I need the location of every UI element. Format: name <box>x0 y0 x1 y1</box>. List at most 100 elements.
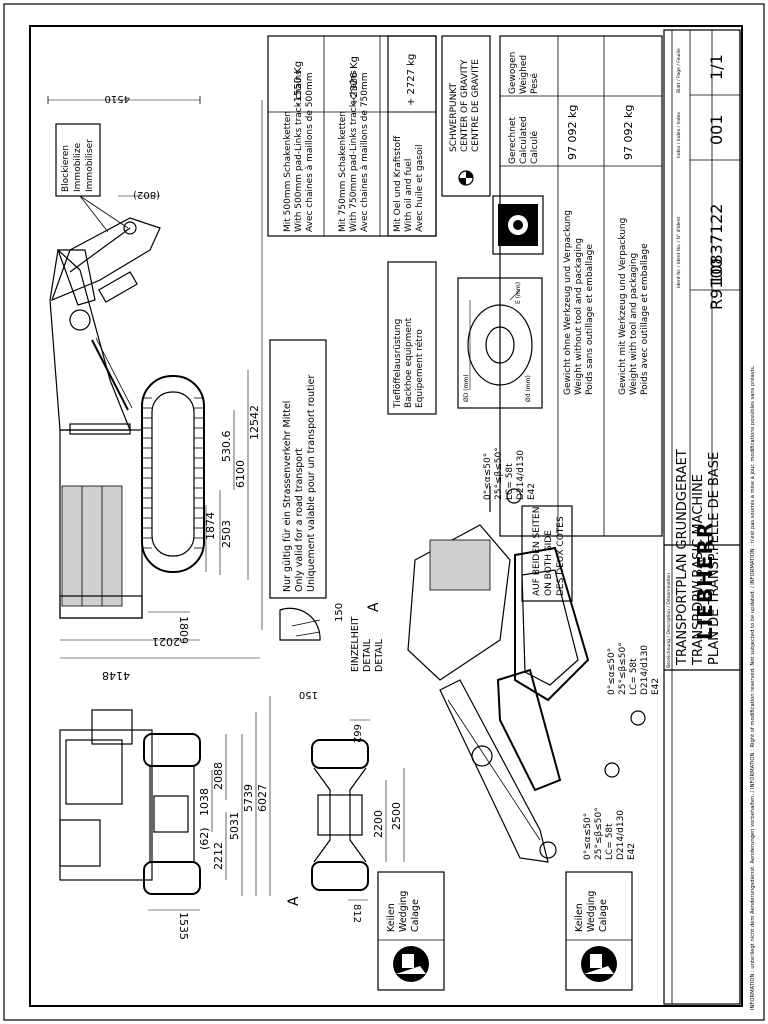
oil-value: + 2727 kg <box>406 54 417 106</box>
dim-6100: 6100 <box>234 460 247 488</box>
sheet-label: Blatt / Page / Feuille <box>676 48 682 93</box>
title-line-2: TRANSP.DRW.BASIC MACHINE <box>691 474 706 666</box>
index-value: 001 <box>707 114 726 145</box>
dim-1038: 1038 <box>198 788 211 816</box>
lashing-note-bottom: 0°≤α≤50° 25°≤β≤50° LC= 58t D214/d130 E42 <box>583 807 637 860</box>
weight-row2-line1: Gewicht mit Werkzeug und Verpackung <box>618 218 628 395</box>
both-sides-note: AUF BEIDEN SEITEN ON BOTH SIDE DES DEUX … <box>521 505 573 602</box>
footer-info: INFORMATION : unterliegt nicht dem Aende… <box>749 365 756 1010</box>
cog-line1: SCHWERPUNKT <box>449 82 459 152</box>
both-sides-line1: AUF BEIDEN SEITEN <box>532 507 542 596</box>
weight-row1-line2: Weight without tool and packaging <box>574 238 584 395</box>
dim-6027: 6027 <box>256 784 269 812</box>
ring-d-label: Ød (mm) <box>525 375 532 402</box>
lashing-note-top: 0°≤α≤50° 25°≤β≤50° LC= 58t D214/d130 E42 <box>483 447 537 512</box>
wedge2-line1: Keilen <box>574 903 585 932</box>
ring-D-label: ØD (mm) <box>463 374 470 402</box>
dim-2500: 2500 <box>390 802 403 830</box>
dim-802: (802) <box>133 189 160 200</box>
dim-2503: 2503 <box>220 520 233 548</box>
dim-812: 812 <box>351 904 362 923</box>
brand-logo: LIEBHERR <box>693 522 717 640</box>
wedging-note-right: Keilen Wedging Calage <box>565 871 633 991</box>
wedge1-line1: Keilen <box>386 903 397 932</box>
dim-2200: 2200 <box>372 810 385 838</box>
sheet-value: 1/1 <box>707 54 726 80</box>
dim-62: (62) <box>198 827 211 850</box>
dim-4510: 4510 <box>105 93 130 104</box>
lash1-d: D214/d130 <box>516 450 526 500</box>
lash1-a: 0°≤α≤50° <box>483 453 493 500</box>
lash1-b: 25°≤β≤50° <box>494 447 504 500</box>
chain-750-line3: Avec chaines à maillons de 750mm <box>360 72 370 232</box>
wedge-icon <box>581 946 617 982</box>
lash2-b: 25°≤β≤50° <box>618 642 628 695</box>
both-sides-line2: ON BOTH SIDE <box>544 530 554 596</box>
lash3-d: D214/d130 <box>616 810 626 860</box>
lash1-e: E42 <box>527 483 537 500</box>
chain-750-line2: With 750mm pad-Links track chains <box>349 70 359 232</box>
title-line-1: TRANSPORTPLAN GRUNDGERAET <box>675 449 690 666</box>
front-view-excavator: 6027 5739 5031 2088 1038 (62) 2212 1535 <box>59 696 271 940</box>
wedging-note-left: Keilen Wedging Calage <box>377 871 445 991</box>
weight-row1-line1: Gewicht ohne Werkzeug und Verpackung <box>563 210 573 395</box>
road-transport-note: Nur gültig für ein Strassenverkehr Mitte… <box>269 339 327 599</box>
isometric-excavator <box>407 524 590 863</box>
road-line1: Nur gültig für ein Strassenverkehr Mitte… <box>282 401 293 592</box>
detail-marker-A: A <box>286 896 302 906</box>
center-of-gravity-icon <box>458 170 474 186</box>
lash3-b: 25°≤β≤50° <box>594 807 604 860</box>
lashing-ring-icon <box>604 710 646 778</box>
detail-A-letter: A <box>366 602 382 612</box>
dim-2212: 2212 <box>212 842 225 870</box>
weight-row1-value: 97 092 kg <box>566 105 579 160</box>
lash2-e: E42 <box>651 678 661 695</box>
chain-500-value: -1550 Kg <box>293 61 304 106</box>
wedge1-line2: Wedging <box>398 891 409 932</box>
calculated-label-1: Gerechnet <box>508 117 518 164</box>
backhoe-line2: Backhoe equipment <box>404 317 414 408</box>
lash3-a: 0°≤α≤50° <box>583 813 593 860</box>
cog-line2: CENTER OF GRAVITY <box>460 59 470 152</box>
backhoe-line3: Equipement rétro <box>414 329 425 408</box>
chain-500-line2: With 500mm pad-Links track chains <box>294 70 304 232</box>
side-view-excavator: 4510 (802) 12542 6100 530.6 2503 1874 18… <box>47 93 263 682</box>
ring-diagram: ØD (mm) Ød (mm) E (mm) <box>457 277 543 409</box>
dim-2088: 2088 <box>212 762 225 790</box>
both-sides-line3: DES DEUX COTES <box>556 516 566 596</box>
undercarriage-view: 2500 2200 662 812 A <box>286 719 405 923</box>
oil-line1: Mit Oel und Kraftstoff <box>393 135 403 232</box>
oil-line3: Avec huile et gasoil <box>415 145 425 232</box>
immobilize-line2: Immobilize <box>73 142 83 192</box>
dim-5031: 5031 <box>228 812 241 840</box>
track-links-side <box>142 397 204 549</box>
cog-box: SCHWERPUNKT CENTER OF GRAVITY CENTRE DE … <box>441 35 491 197</box>
immobilize-line3: Immobiliser <box>85 139 95 192</box>
lash2-c: LC= 58t <box>629 658 639 695</box>
wedge1-line3: Calage <box>410 899 421 932</box>
dim-1535: 1535 <box>177 912 190 940</box>
backhoe-line1: Tieflöffelausrüstung <box>393 319 403 409</box>
ident-number: 10837122 <box>707 204 726 285</box>
lash2-d: D214/d130 <box>640 645 650 695</box>
wedge2-line3: Calage <box>598 899 609 932</box>
oil-line2: With oil and fuel <box>404 159 414 232</box>
dim-1874: 1874 <box>204 512 217 540</box>
title-desc-label: Bezeichnung / Description / Dénomination <box>665 573 672 668</box>
ident-label: Ident-Nr. / Ident No. / N° d'ident <box>676 216 682 288</box>
wedge-icon <box>393 946 429 982</box>
lash3-e: E42 <box>627 843 637 860</box>
scale-icon <box>492 195 544 255</box>
weight-row2-line2: Weight with tool and packaging <box>629 253 639 395</box>
wedge2-line2: Wedging <box>586 891 597 932</box>
dim-662: 662 <box>351 724 362 743</box>
detail-a: 150 150 EINZELHEIT DETAIL DETAIL A <box>279 602 385 700</box>
weight-row1-line3: Poids sans outillage et emballage <box>585 244 595 395</box>
index-label: Index / Index / Index <box>676 112 682 158</box>
ring-E-label: E (mm) <box>515 282 522 304</box>
title-block: Bezeichnung / Description / Dénomination… <box>663 29 741 1005</box>
weighed-label-2: Weighed <box>519 55 529 94</box>
dim-1809: 1809 <box>177 616 190 644</box>
detail-title-1: EINZELHEIT <box>350 616 361 672</box>
